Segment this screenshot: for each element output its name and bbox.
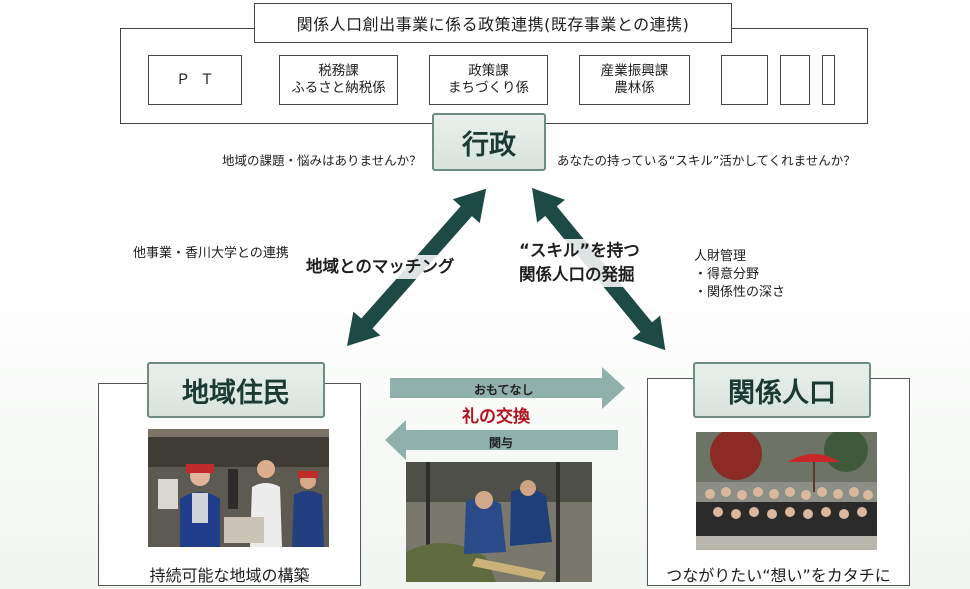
dept-sublabel: まちづくり係 xyxy=(448,80,529,96)
fieldwork-photo xyxy=(406,462,592,582)
talent-management-note: 人財管理 ・得意分野 ・関係性の深さ xyxy=(694,248,785,302)
dept-label: 産業振興課 xyxy=(600,63,669,79)
dept-sublabel: ふるさと納税係 xyxy=(291,80,386,96)
dept-box-tax: 税務課 ふるさと納税係 xyxy=(279,55,398,105)
government-box: 行政 xyxy=(432,113,546,171)
dept-label: 政策課 xyxy=(468,63,509,79)
dept-box-pt: ＰＴ xyxy=(148,55,242,105)
exchange-label: 礼の交換 xyxy=(462,407,530,427)
population-group-photo xyxy=(696,432,877,550)
population-caption: つながりたい“想い”をカタチに xyxy=(666,566,891,585)
note-line: 人財管理 xyxy=(694,249,747,264)
dept-box-blank xyxy=(780,55,810,105)
population-box: 関係人口 xyxy=(693,362,871,418)
arrow-hospitality xyxy=(390,367,625,409)
note-line: ・得意分野 xyxy=(694,267,760,282)
hospitality-label: おもてなし xyxy=(474,383,534,397)
dept-box-blank xyxy=(721,55,768,105)
note-line: ・関係性の深さ xyxy=(694,285,786,300)
involvement-label: 関与 xyxy=(489,436,514,450)
collab-note: 他事業・香川大学との連携 xyxy=(133,246,289,261)
residents-photo xyxy=(148,429,329,547)
dept-box-policy: 政策課 まちづくり係 xyxy=(429,55,548,105)
discovery-label: “スキル”を持つ 関係人口の発掘 xyxy=(513,239,646,287)
dept-label: ＰＴ xyxy=(176,71,224,88)
question-skills: あなたの持っている“スキル”活かしてくれませんか？ xyxy=(557,153,856,168)
discovery-line: 関係人口の発掘 xyxy=(519,265,635,284)
question-issues: 地域の課題・悩みはありませんか？ xyxy=(222,153,422,168)
policy-coordination-title: 関係人口創出事業に係る政策連携(既存事業との連携) xyxy=(254,3,732,43)
residents-box: 地域住民 xyxy=(147,362,325,418)
dept-box-industry: 産業振興課 農林係 xyxy=(579,55,690,105)
discovery-line: “スキル”を持つ xyxy=(519,241,640,260)
residents-caption: 持続可能な地域の構築 xyxy=(149,566,310,585)
dept-sublabel: 農林係 xyxy=(614,80,655,96)
matching-label: 地域とのマッチング xyxy=(300,255,461,279)
dept-label: 税務課 xyxy=(318,63,359,79)
dept-box-blank xyxy=(822,55,835,105)
arrow-involvement xyxy=(385,420,618,460)
